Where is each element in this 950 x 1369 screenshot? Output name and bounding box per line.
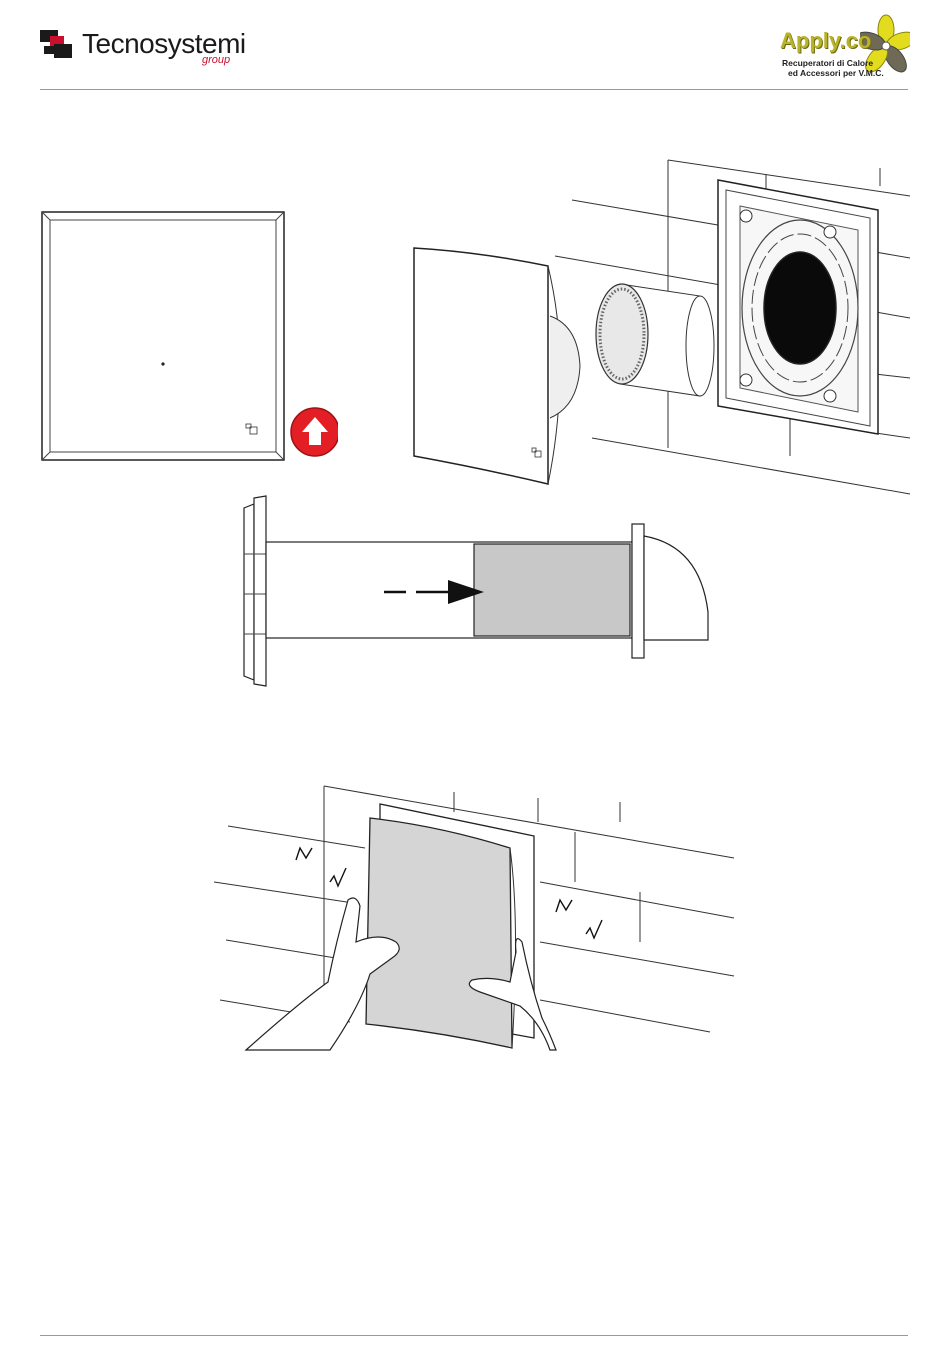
- tecnosystemi-mark-icon: [40, 30, 76, 60]
- cover-removal-hands-view: [210, 782, 750, 1052]
- front-cover-view: [38, 208, 338, 468]
- filter-insertion-side-view: [230, 494, 730, 694]
- header-divider: [40, 89, 908, 90]
- brand-right-tagline-1: Recuperatori di Calore: [782, 58, 873, 68]
- brand-right-tagline-2: ed Accessori per V.M.C.: [788, 68, 884, 78]
- red-up-arrow-icon: [291, 408, 338, 456]
- footer-divider: [40, 1335, 908, 1336]
- brand-left-sub: group: [202, 54, 230, 66]
- tecnosystemi-logo: Tecnosystemi group: [40, 28, 250, 68]
- apply-co-logo: Apply.co Recuperatori di Calore ed Acces…: [776, 14, 910, 78]
- brand-right-name: Apply.co: [780, 28, 871, 54]
- exploded-assembly-view: [400, 156, 920, 496]
